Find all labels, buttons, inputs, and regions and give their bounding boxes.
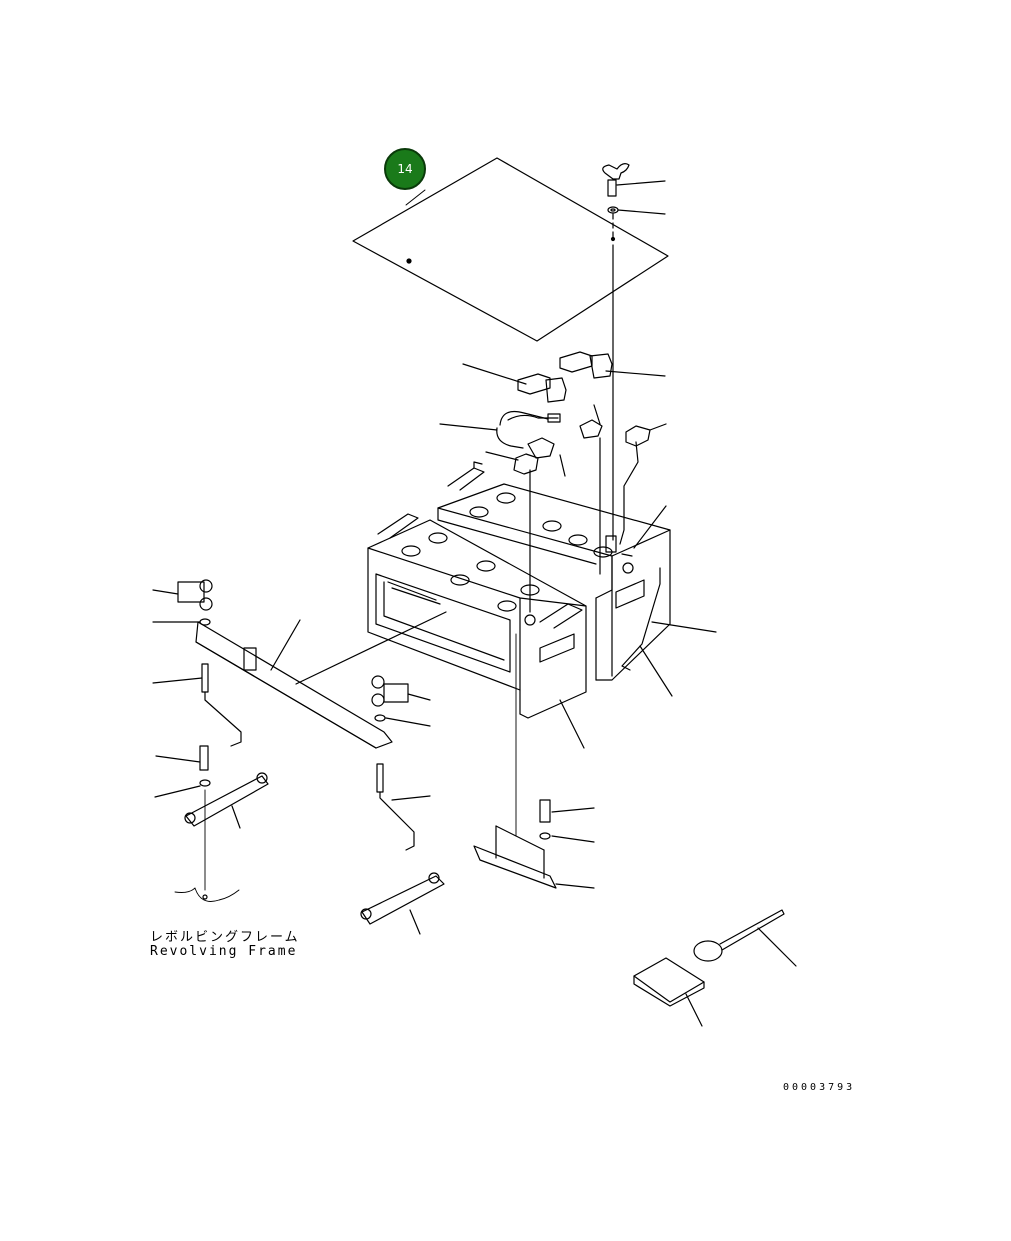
battery-mount-plate bbox=[473, 799, 595, 889]
terminal-clamp-left bbox=[485, 451, 566, 477]
battery-cable bbox=[439, 410, 603, 459]
bracket-middle bbox=[360, 763, 445, 935]
terminal-cover-left bbox=[462, 363, 567, 403]
drawing-number: 00003793 bbox=[783, 1082, 856, 1093]
battery-cover-plate bbox=[352, 157, 669, 342]
battery-clamp-bar bbox=[195, 611, 447, 749]
nut-washer-stack-middle bbox=[371, 675, 431, 727]
terminal-clamp-right bbox=[593, 404, 667, 575]
terminal-cover-right bbox=[559, 351, 666, 379]
battery-rear bbox=[437, 461, 671, 681]
hydrometer-tool bbox=[693, 909, 797, 967]
callout-number: 14 bbox=[397, 162, 413, 176]
leader-lines-right bbox=[559, 505, 717, 749]
frame-label-japanese: レボルビングフレーム bbox=[150, 930, 300, 945]
wing-bolt bbox=[602, 163, 666, 541]
service-booklet bbox=[633, 957, 705, 1027]
frame-label-english: Revolving Frame bbox=[150, 944, 298, 959]
nut-washer-stack-left bbox=[152, 579, 213, 626]
bracket-left bbox=[154, 745, 269, 902]
part-callout-badge[interactable]: 14 bbox=[384, 148, 426, 190]
battery-front bbox=[367, 469, 587, 837]
j-bolt-left bbox=[152, 663, 242, 747]
